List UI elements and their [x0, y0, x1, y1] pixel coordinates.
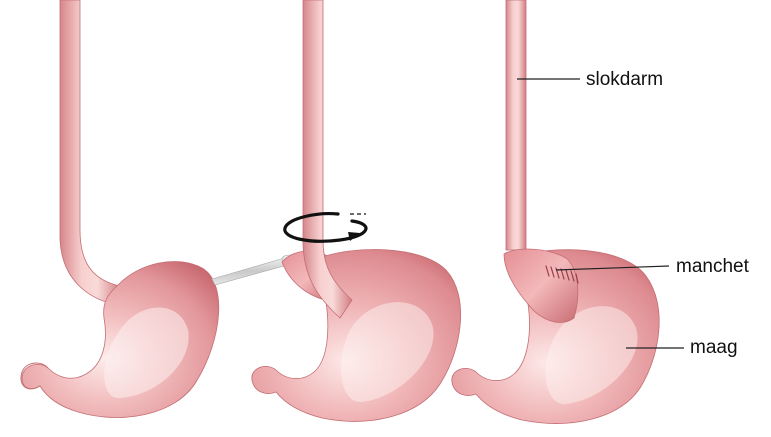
- stomach-normal-illustration: [21, 0, 219, 418]
- esophagus-tube-1: [60, 0, 122, 306]
- label-esophagus: slokdarm: [586, 70, 663, 89]
- label-stomach: maag: [690, 338, 738, 357]
- stomach-wrapping-illustration: [212, 0, 461, 421]
- fundoplication-cuff: [504, 249, 578, 322]
- fundoplication-result-illustration: [452, 0, 659, 423]
- rotation-arrow-icon: [285, 214, 366, 242]
- esophagus-tube-3: [506, 0, 526, 250]
- surgical-instrument: [212, 257, 291, 285]
- label-fundoplication-cuff: manchet: [676, 257, 749, 276]
